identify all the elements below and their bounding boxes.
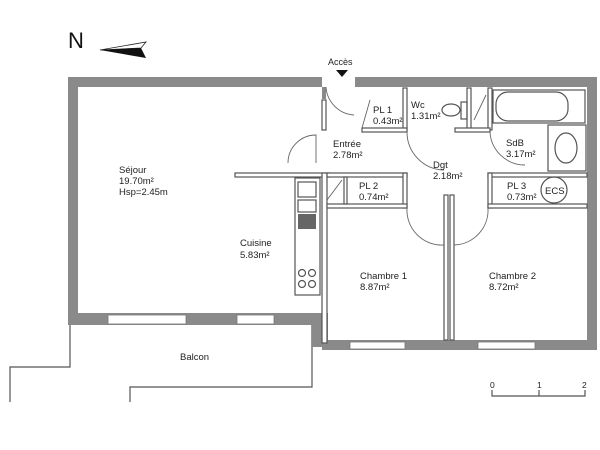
sink-icon [547, 124, 587, 172]
interior-walls [234, 87, 588, 344]
bathtub-icon [492, 89, 586, 124]
room-chambre-1: Chambre 1 8.87m² [360, 271, 407, 293]
kitchen-counter [294, 177, 321, 296]
room-wc: Wc 1.31m² [411, 100, 441, 122]
access-label: Accès [328, 57, 353, 67]
room-sdb: SdB 3.17m² [506, 138, 536, 160]
exterior-walls [68, 77, 597, 350]
svg-text:0.74m²: 0.74m² [359, 192, 389, 203]
svg-text:Cuisine: Cuisine [240, 238, 272, 249]
windows [107, 314, 536, 350]
svg-text:PL 3: PL 3 [507, 181, 526, 192]
access-arrow-icon [336, 70, 348, 77]
room-chambre-2: Chambre 2 8.72m² [489, 271, 536, 293]
scale-tick-2: 2 [582, 380, 587, 390]
svg-text:Chambre 2: Chambre 2 [489, 271, 536, 282]
svg-text:1.31m²: 1.31m² [411, 111, 441, 122]
svg-text:0.73m²: 0.73m² [507, 192, 537, 203]
scale-tick-1: 1 [537, 380, 542, 390]
room-pl1: PL 1 0.43m² [373, 105, 403, 127]
scale-tick-0: 0 [490, 380, 495, 390]
cooktop-icon [297, 268, 317, 289]
ecs-label: ECS [545, 186, 565, 197]
svg-text:0.43m²: 0.43m² [373, 116, 403, 127]
room-sejour: Séjour 19.70m² Hsp=2.45m [119, 165, 168, 198]
svg-text:2.18m²: 2.18m² [433, 171, 463, 182]
toilet-icon [441, 101, 468, 120]
balcony [9, 325, 313, 402]
svg-text:Dgt: Dgt [433, 160, 448, 171]
room-cuisine: Cuisine 5.83m² [240, 238, 272, 261]
svg-text:Chambre 1: Chambre 1 [360, 271, 407, 282]
doors [287, 86, 526, 246]
svg-text:PL 2: PL 2 [359, 181, 378, 192]
north-arrow-icon [99, 41, 148, 58]
svg-text:Entrée: Entrée [333, 139, 361, 150]
svg-text:8.87m²: 8.87m² [360, 282, 390, 293]
svg-text:Hsp=2.45m: Hsp=2.45m [119, 187, 168, 198]
water-heater-icon [540, 176, 568, 204]
svg-text:8.72m²: 8.72m² [489, 282, 519, 293]
svg-text:SdB: SdB [506, 138, 524, 149]
scale-bar: 0 1 2 [490, 380, 587, 397]
svg-text:5.83m²: 5.83m² [240, 250, 270, 261]
svg-text:Séjour: Séjour [119, 165, 146, 176]
svg-text:19.70m²: 19.70m² [119, 176, 154, 187]
svg-text:2.78m²: 2.78m² [333, 150, 363, 161]
svg-text:3.17m²: 3.17m² [506, 149, 536, 160]
room-dgt: Dgt 2.18m² [433, 160, 463, 182]
north-label: N [68, 28, 84, 53]
svg-text:Wc: Wc [411, 100, 425, 111]
room-pl2: PL 2 0.74m² [359, 181, 389, 203]
room-pl3: PL 3 0.73m² ECS [507, 181, 565, 203]
room-balcon: Balcon [180, 352, 209, 363]
svg-text:PL 1: PL 1 [373, 105, 392, 116]
room-entree: Entrée 2.78m² [333, 139, 363, 161]
